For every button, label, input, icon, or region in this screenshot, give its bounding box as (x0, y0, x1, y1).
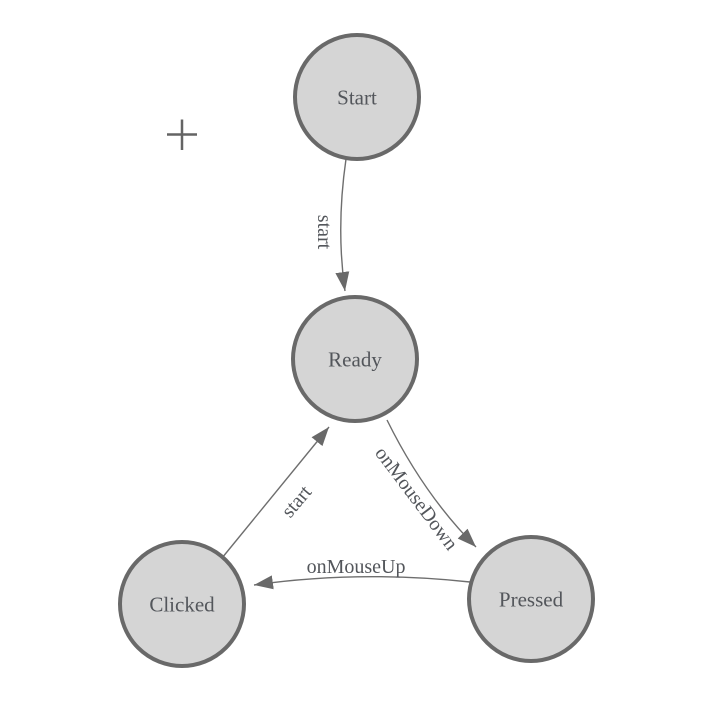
crosshair-cursor-icon (167, 119, 197, 150)
node-circle-start[interactable] (293, 33, 421, 161)
edge-ready-to-pressed[interactable] (386, 419, 477, 548)
edge-label-clicked-to-ready: start (277, 481, 316, 522)
node-label-ready: Ready (328, 347, 382, 371)
node-label-clicked: Clicked (149, 592, 215, 616)
edge-label-ready-to-pressed: onMouseDown (370, 443, 462, 555)
edges-layer (221, 158, 477, 590)
edge-pressed-to-clicked[interactable] (253, 575, 471, 590)
state-node-pressed[interactable]: Pressed (467, 535, 595, 663)
state-node-ready[interactable]: Ready (291, 295, 419, 423)
node-circle-clicked[interactable] (118, 540, 246, 668)
node-label-pressed: Pressed (499, 587, 564, 611)
edge-clicked-to-ready[interactable] (221, 426, 330, 559)
edge-label-pressed-to-clicked: onMouseUp (307, 556, 406, 578)
node-label-start: Start (337, 85, 377, 109)
edge-start-to-ready[interactable] (335, 158, 350, 292)
nodes-layer: Start Ready Clicked Pressed (118, 33, 595, 668)
node-circle-pressed[interactable] (467, 535, 595, 663)
node-circle-ready[interactable] (291, 295, 419, 423)
state-node-clicked[interactable]: Clicked (118, 540, 246, 668)
state-node-start[interactable]: Start (293, 33, 421, 161)
edge-label-start-to-ready: start (313, 215, 335, 250)
